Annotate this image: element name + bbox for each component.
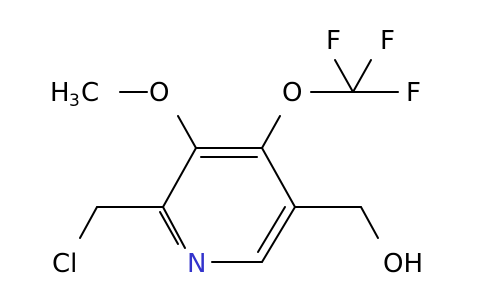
chlorine-label: Cl bbox=[52, 249, 77, 279]
pyridine-nitrogen-label: N bbox=[187, 249, 206, 279]
bond-ch2-oh bbox=[360, 206, 379, 239]
bond-ch2-cl bbox=[79, 206, 98, 239]
bond-n-c2-double bbox=[159, 211, 179, 245]
bond-c5-c6-double bbox=[257, 206, 286, 253]
bond-c-f1 bbox=[334, 59, 354, 93]
bonds bbox=[79, 59, 399, 263]
methoxy-oxygen-label: O bbox=[149, 78, 169, 108]
bond-n-c2 bbox=[162, 206, 186, 249]
bond-c5-c6 bbox=[261, 206, 296, 263]
bond-c4-c5 bbox=[261, 147, 296, 208]
methyl-label-h: H bbox=[50, 78, 70, 108]
fluorine-label-2: F bbox=[380, 26, 395, 56]
methyl-label-c: C bbox=[81, 78, 99, 108]
methyl-label-subscript: 3 bbox=[69, 91, 80, 111]
hydroxyl-label: OH bbox=[383, 249, 423, 279]
bond-c3-o bbox=[177, 115, 197, 149]
trifluoromethoxy-oxygen-label: O bbox=[282, 78, 302, 108]
fluorine-label-1: F bbox=[326, 26, 341, 56]
bond-c-f2 bbox=[352, 59, 372, 93]
atom-labels: F F F O O H 3 C N Cl OH bbox=[50, 26, 423, 279]
fluorine-label-3: F bbox=[406, 78, 421, 108]
bond-c4-o bbox=[261, 115, 281, 149]
bond-c2-c3 bbox=[162, 147, 197, 208]
